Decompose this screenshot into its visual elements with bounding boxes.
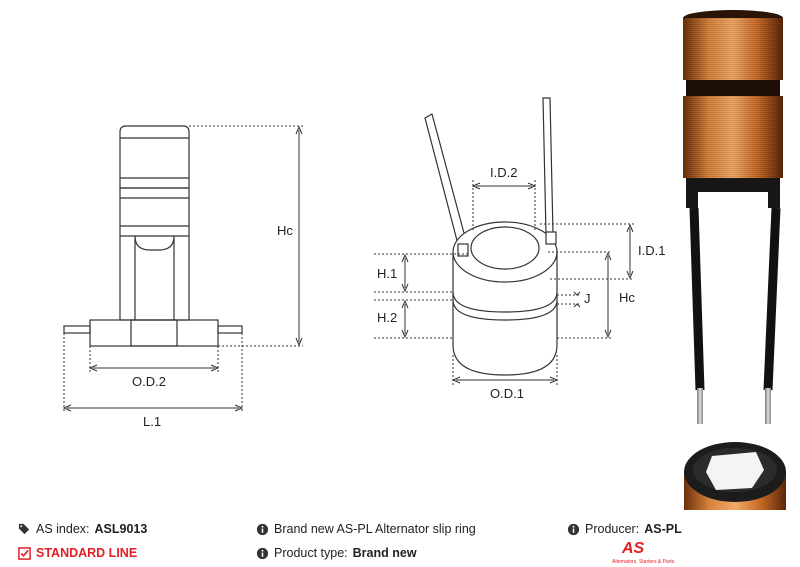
producer-value: AS-PL bbox=[644, 522, 682, 536]
standard-line-label: STANDARD LINE bbox=[36, 546, 138, 560]
label-h2: H.2 bbox=[377, 310, 397, 325]
logo-tagline: Alternators, Starters & Parts bbox=[612, 559, 675, 565]
tags-icon bbox=[18, 523, 30, 534]
product-photo-side bbox=[683, 10, 783, 424]
info-circle-icon bbox=[256, 523, 269, 535]
isometric-view-dimensions bbox=[374, 180, 634, 385]
product-type-value: Brand new bbox=[352, 546, 417, 560]
producer: Producer: AS-PL bbox=[567, 522, 682, 536]
label-j: J bbox=[584, 291, 591, 306]
standard-line: STANDARD LINE bbox=[18, 546, 137, 560]
side-view-dimensions bbox=[62, 125, 303, 412]
description-text: Brand new AS-PL Alternator slip ring bbox=[274, 522, 476, 536]
product-type-label: Product type: bbox=[274, 546, 348, 560]
product-type: Product type: Brand new bbox=[256, 546, 417, 560]
label-hc-middle: Hc bbox=[619, 290, 635, 305]
info-circle-icon bbox=[567, 523, 580, 535]
label-l1: L.1 bbox=[143, 414, 161, 429]
description: Brand new AS-PL Alternator slip ring bbox=[256, 522, 476, 536]
label-od1: O.D.1 bbox=[490, 386, 524, 401]
as-pl-logo: AS Alternators, Starters & Parts bbox=[612, 540, 675, 566]
info-circle-icon bbox=[256, 547, 269, 559]
technical-drawing: Hc O.D.2 L.1 bbox=[62, 10, 786, 510]
producer-label: Producer: bbox=[585, 522, 640, 536]
logo-text: AS bbox=[622, 540, 645, 557]
label-id1: I.D.1 bbox=[638, 243, 665, 258]
as-index: AS index: ASL9013 bbox=[18, 522, 147, 536]
check-square-icon bbox=[18, 546, 31, 560]
label-h1: H.1 bbox=[377, 266, 397, 281]
label-od2: O.D.2 bbox=[132, 374, 166, 389]
as-index-value: ASL9013 bbox=[94, 522, 148, 536]
product-photo-top bbox=[684, 442, 786, 510]
label-hc-left: Hc bbox=[277, 223, 293, 238]
as-index-label: AS index: bbox=[36, 522, 90, 536]
side-view-drawing bbox=[63, 125, 243, 347]
label-id2: I.D.2 bbox=[490, 165, 517, 180]
isometric-view-drawing bbox=[424, 97, 558, 376]
